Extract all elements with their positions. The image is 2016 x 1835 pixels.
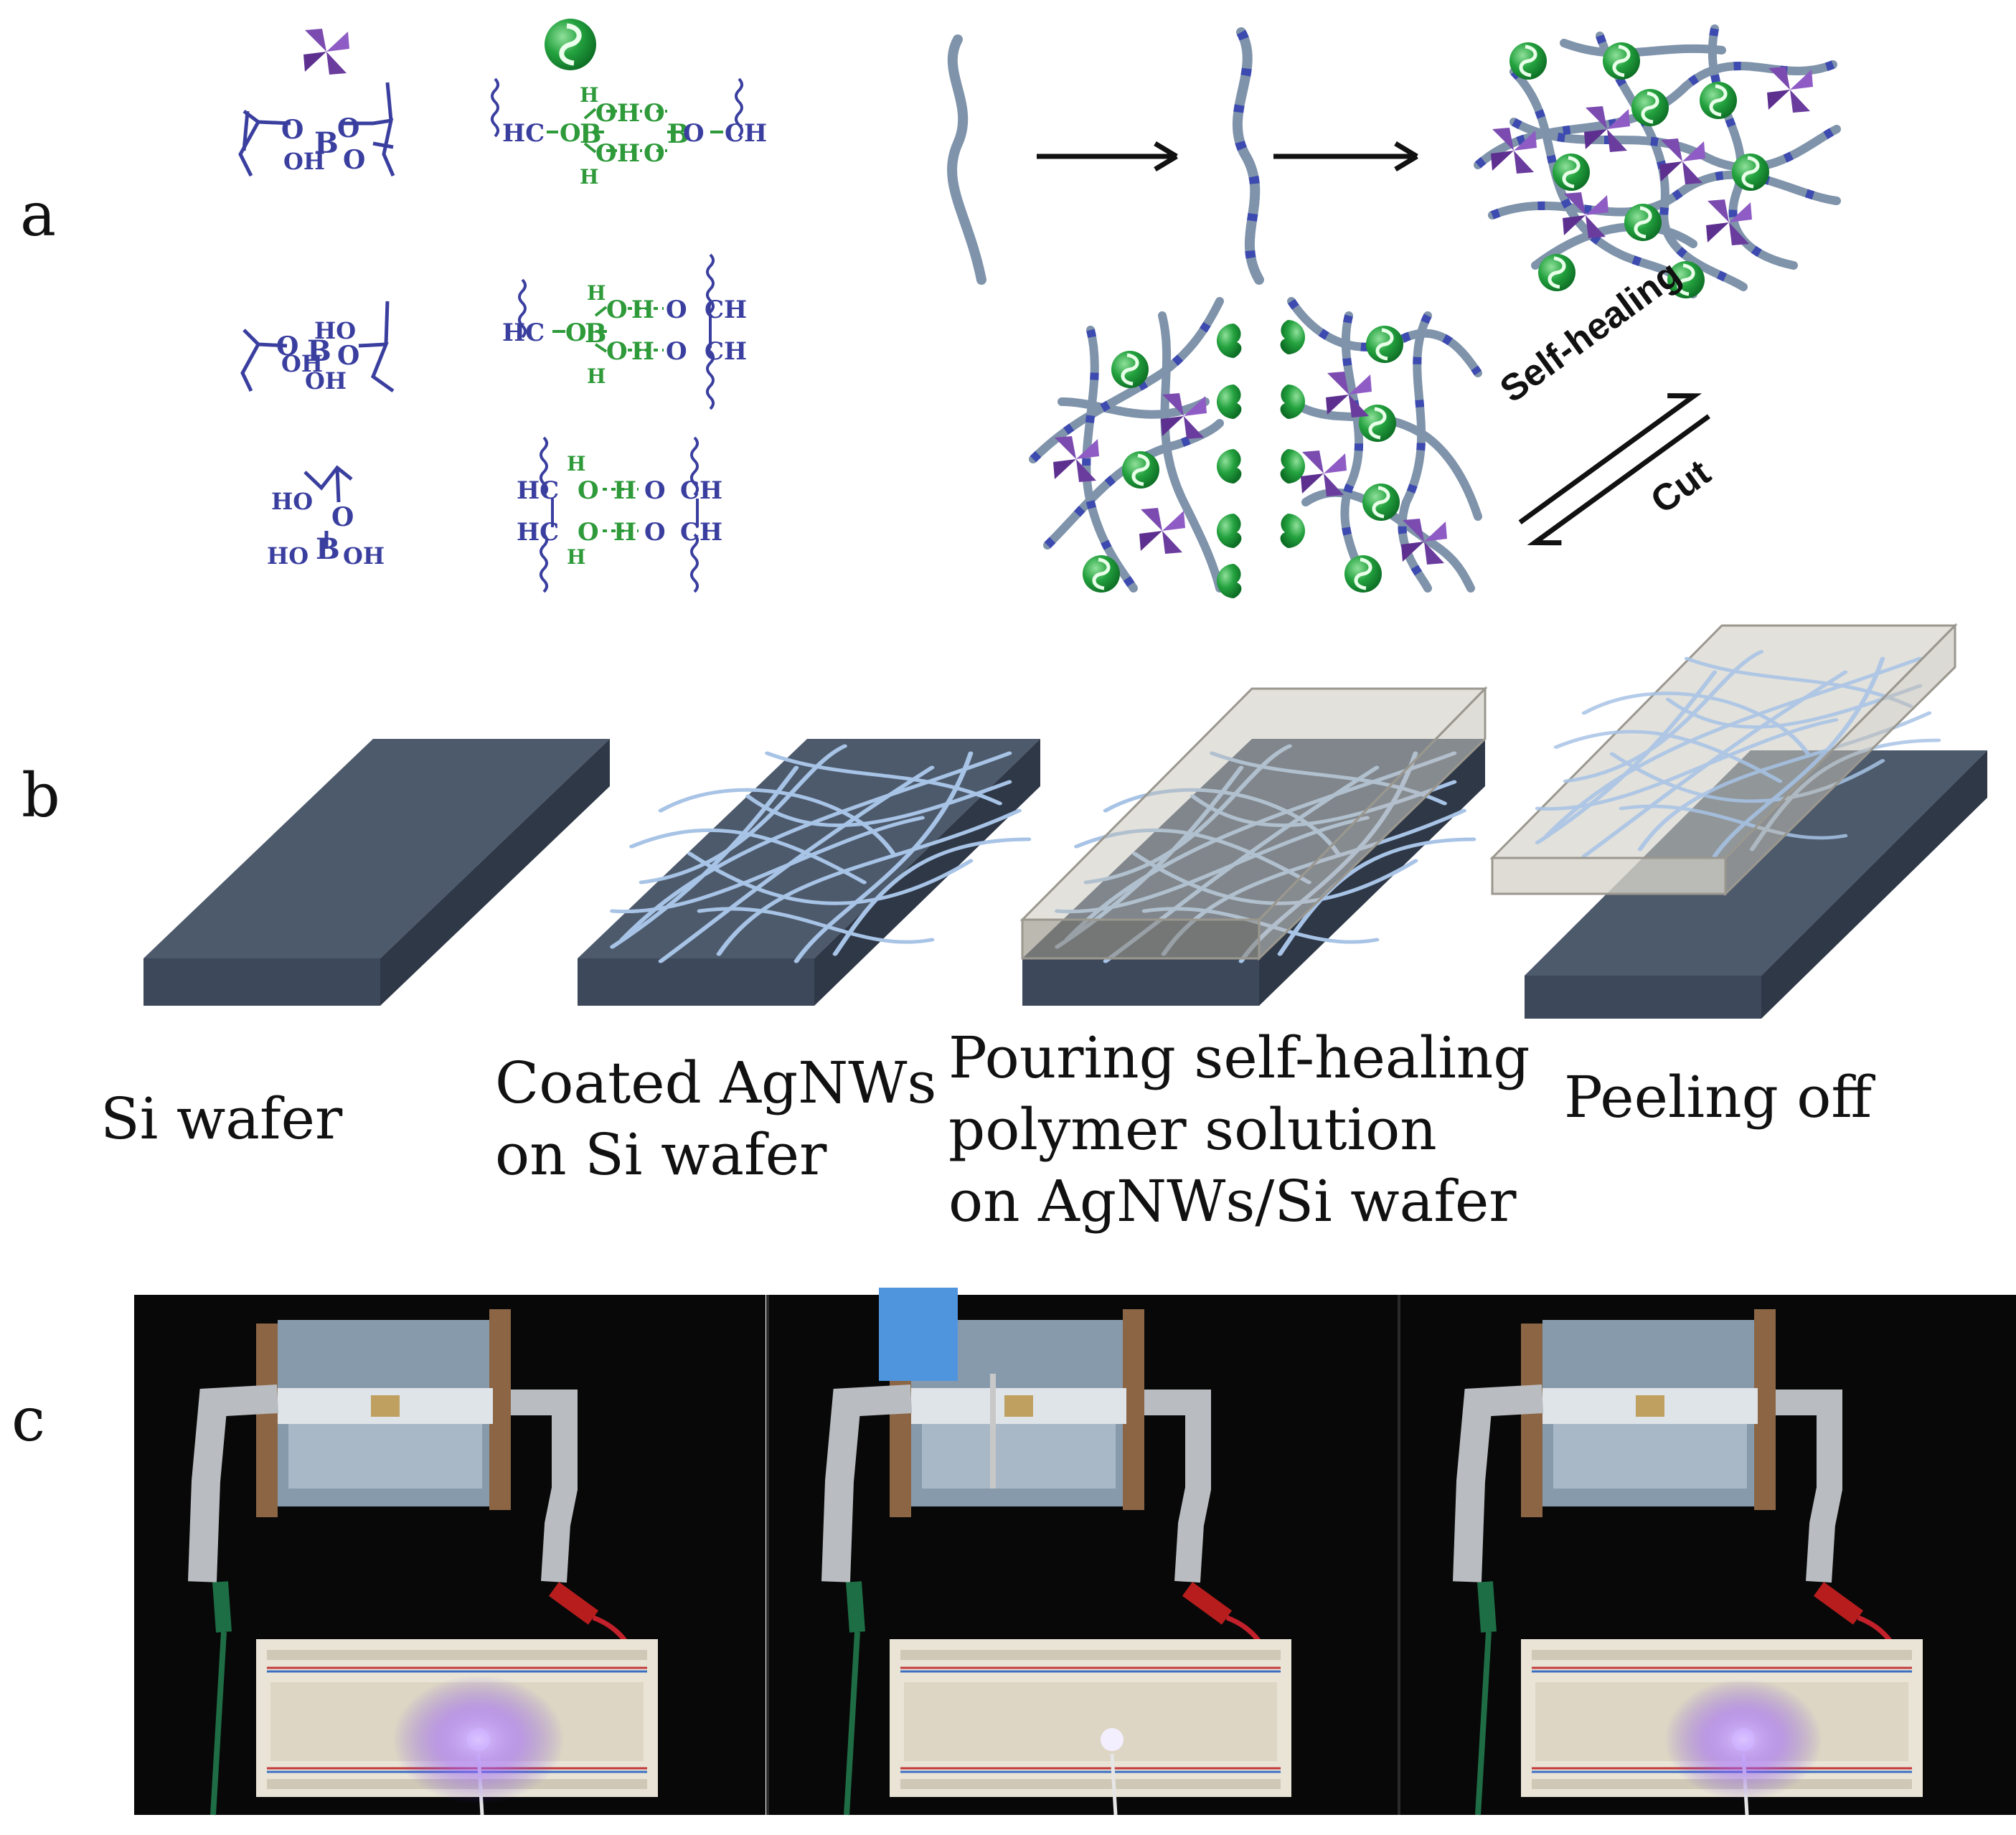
atom-o: O (666, 337, 687, 366)
atom-h: H (631, 337, 655, 366)
atom-oh: OH (283, 148, 326, 175)
photo-intact-circuit (134, 1295, 766, 1815)
si-wafer-3 (1019, 686, 1488, 1006)
atom-o: O (644, 139, 665, 168)
atom-ch: CH (705, 296, 748, 324)
atom-o: O (683, 119, 705, 148)
atom-o: O (337, 113, 360, 143)
step-label-peeling-off: Peeling off (1564, 1064, 1873, 1131)
atom-b: B (667, 119, 689, 149)
atom-o: O (644, 518, 666, 547)
atom-o: O (666, 296, 687, 324)
atom-o: O (644, 99, 665, 128)
atom-o: O (343, 145, 366, 175)
atom-b: B (314, 126, 339, 160)
atom-b: B (316, 532, 340, 566)
atom-h: H (587, 281, 606, 305)
atom-h: H (567, 452, 586, 476)
atom-o: O (281, 115, 304, 145)
photo-cut-circuit (768, 1288, 1399, 1815)
photo-healed-circuit (1399, 1295, 2016, 1815)
atom-ho: HO (314, 317, 357, 344)
atom-o: O (595, 139, 617, 168)
atom-o: O (560, 119, 581, 148)
atom-ho: HO (267, 542, 309, 570)
step-label-coated-agnws: Coated AgNWs on Si wafer (495, 1049, 937, 1188)
si-wafer-1 (143, 739, 610, 1006)
atom-o: O (337, 341, 360, 371)
atom-o: O (276, 331, 299, 362)
atom-o: O (578, 476, 599, 505)
atom-b: B (580, 119, 602, 149)
panel-a-label: a (20, 179, 57, 250)
atom-hc: HC (517, 518, 560, 547)
atom-h: H (613, 476, 637, 505)
atom-o: O (644, 476, 666, 505)
atom-h: H (580, 83, 599, 107)
atom-hc: HC (502, 119, 545, 148)
atom-hc: HC (502, 319, 545, 347)
atom-h: H (613, 518, 637, 547)
atom-o: O (595, 99, 617, 128)
atom-oh: OH (281, 350, 324, 377)
atom-o: O (565, 319, 587, 347)
atom-ch: CH (725, 119, 768, 148)
atom-h: H (580, 165, 599, 189)
plain-chain (947, 34, 986, 285)
atom-h: H (567, 545, 586, 569)
atom-h: H (631, 296, 655, 324)
step-label-si-wafer: Si wafer (100, 1085, 343, 1152)
si-wafer-4 (1489, 623, 1987, 1019)
atom-ch: CH (680, 518, 723, 547)
atom-hc: HC (517, 476, 560, 505)
atom-ch: CH (705, 337, 748, 366)
step-label-pouring: Pouring self-healing polymer solution on… (948, 1024, 1530, 1235)
atom-o: O (606, 296, 628, 324)
atom-o: O (606, 337, 628, 366)
atom-oh: OH (305, 367, 347, 395)
atom-ho: HO (271, 488, 314, 515)
si-wafer-2 (578, 739, 1040, 1006)
atom-ch: CH (680, 476, 723, 505)
atom-o: O (331, 502, 354, 532)
atom-h: H (587, 364, 606, 388)
atom-b: B (585, 319, 607, 349)
panel-c-label: c (11, 1384, 46, 1455)
atom-h: H (617, 99, 641, 128)
atom-h: H (617, 139, 641, 168)
atom-b: B (307, 334, 331, 368)
panel-b-label: b (22, 760, 60, 831)
atom-oh: OH (343, 542, 385, 570)
atom-o: O (578, 518, 599, 547)
